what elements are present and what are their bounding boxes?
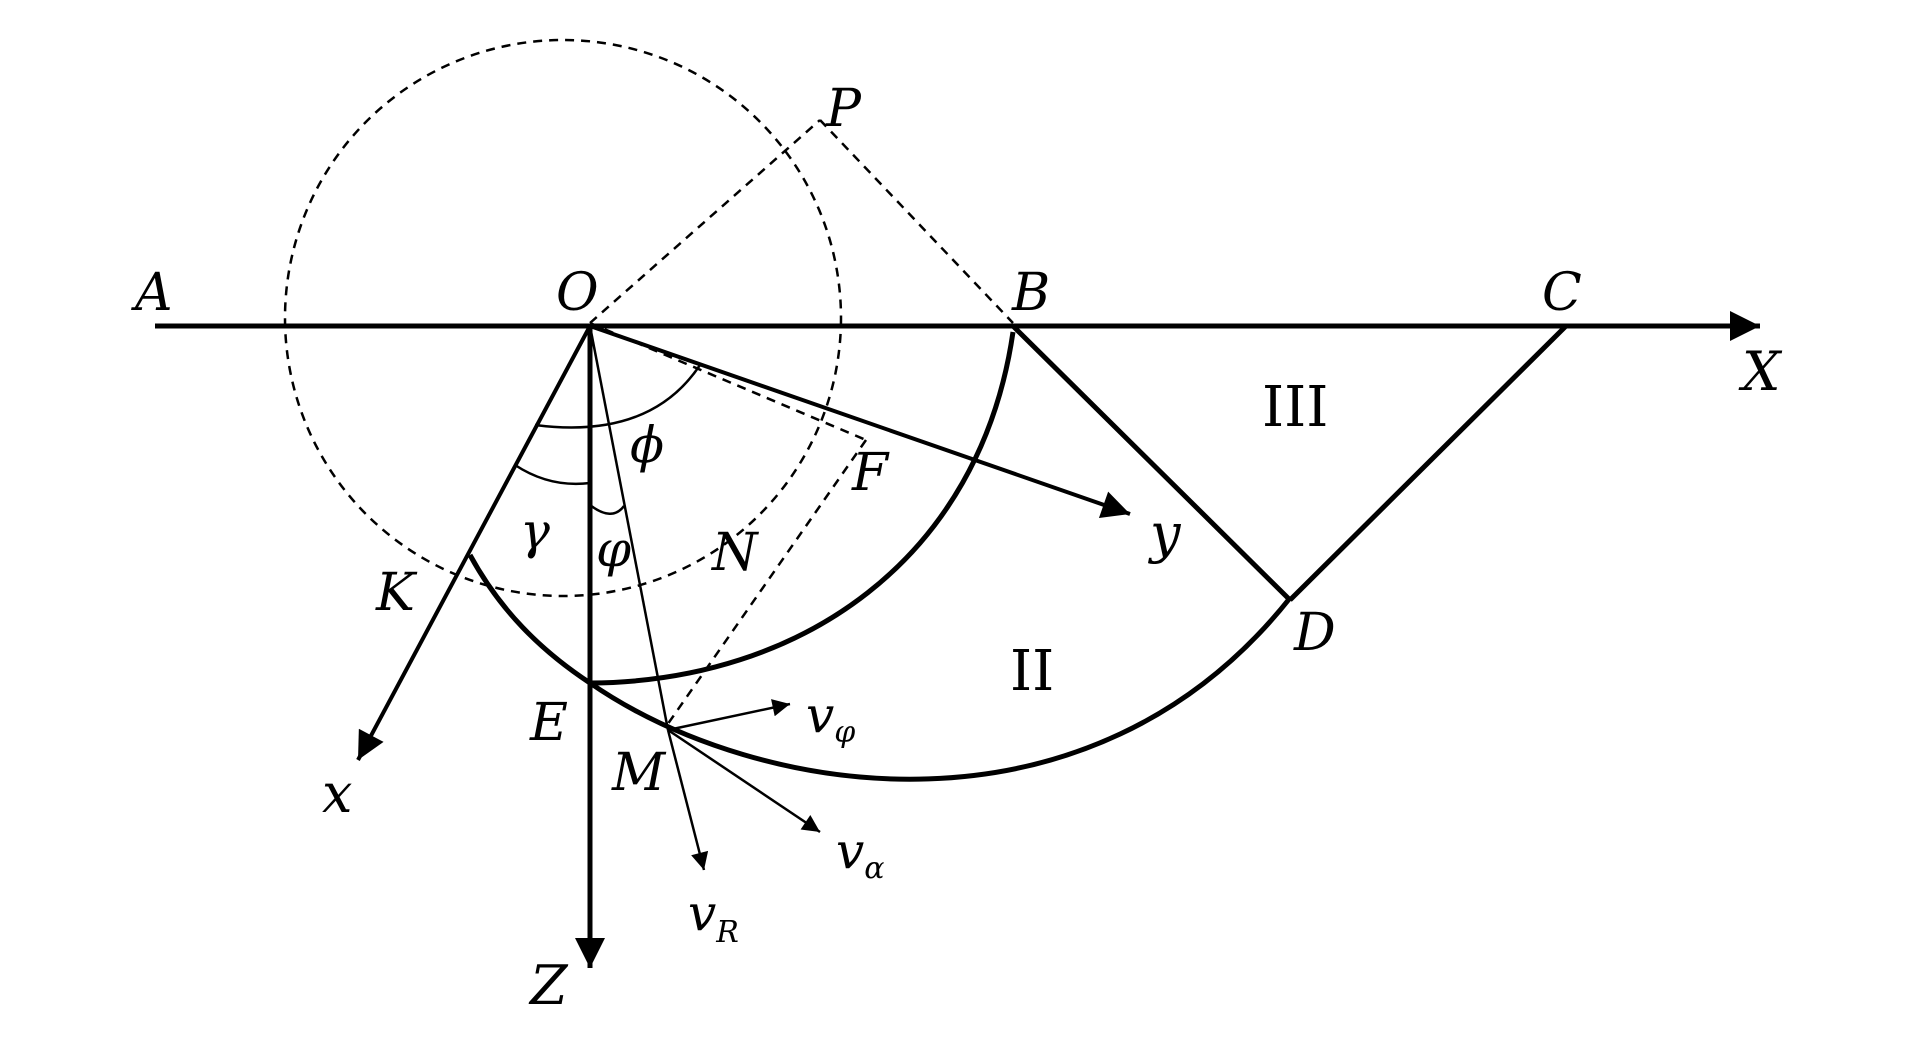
- label-angle-gamma: γ: [520, 502, 550, 560]
- dashed-line-P-B: [819, 119, 1014, 324]
- label-angle-phi-upper: ϕ: [630, 416, 664, 474]
- dashed-line-F-M: [663, 439, 868, 729]
- angle-arc-gamma: [514, 463, 591, 486]
- label-axis-Z: Z: [528, 954, 569, 1017]
- outer-arc-E-D: [588, 596, 1292, 782]
- velocity-valpha-arrow: [667, 728, 821, 834]
- label-C: C: [1542, 263, 1582, 323]
- label-D: D: [1293, 603, 1336, 663]
- label-F: F: [851, 443, 890, 503]
- label-B: B: [1011, 263, 1050, 323]
- label-N: N: [710, 523, 759, 583]
- label-angle-varphi: φ: [596, 520, 631, 578]
- label-axis-X: X: [1738, 340, 1783, 403]
- line-D-C: [1288, 324, 1568, 602]
- label-E: E: [529, 693, 568, 753]
- label-axis-x: x: [322, 762, 352, 825]
- label-A: A: [131, 263, 173, 323]
- label-O: O: [556, 263, 599, 323]
- angle-arc-phi-upper: [534, 364, 702, 429]
- outer-arc-K-E: [467, 553, 592, 686]
- radial-line-O-M: [588, 325, 670, 731]
- axis-x: [356, 325, 592, 761]
- dashed-circle: [283, 38, 843, 598]
- velocity-vR-arrow: [666, 729, 709, 871]
- label-v-phi: vφ: [806, 686, 855, 750]
- line-B-D: [1011, 324, 1292, 602]
- label-P: P: [825, 79, 862, 139]
- angle-arc-varphi: [589, 504, 625, 515]
- velocity-vphi-arrow: [667, 699, 791, 732]
- label-K: K: [375, 563, 418, 623]
- label-region-III: III: [1262, 375, 1328, 440]
- label-axis-y: y: [1148, 502, 1182, 565]
- label-M: M: [611, 743, 667, 803]
- label-region-II: II: [1010, 639, 1054, 704]
- axis-y: [589, 324, 1131, 519]
- inner-arc-B-E: [589, 331, 1016, 686]
- label-v-alpha: vα: [836, 822, 885, 886]
- dashed-line-O-P: [589, 119, 821, 324]
- label-v-R: vR: [688, 884, 739, 950]
